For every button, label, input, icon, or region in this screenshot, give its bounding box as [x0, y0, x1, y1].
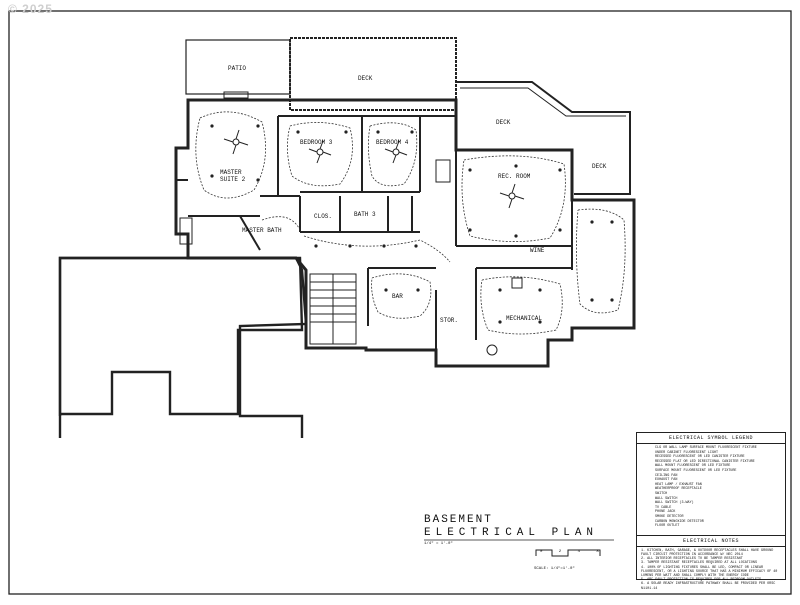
legend-item: WALL SWITCH (3-WAY): [655, 501, 694, 506]
notes-title: ELECTRICAL NOTES: [637, 534, 785, 547]
deck-top-outline: [289, 37, 457, 111]
drawing-scale: 1/4" = 1'-0": [424, 542, 453, 546]
legend-item: EXHAUST FAN: [655, 478, 678, 483]
legend-item: RECESSED FLUORESCENT OR LED CANISTER FIX…: [655, 455, 745, 460]
light-fixture-icons: [210, 124, 614, 324]
legend-item: CARBON MONOXIDE DETECTOR: [655, 519, 704, 524]
notes-list: 1. KITCHEN, BATH, GARAGE, & OUTDOOR RECE…: [637, 547, 785, 593]
note-item: 4. 100% OF LIGHTING FIXTURES SHALL BE LE…: [641, 565, 778, 578]
copyright-watermark: © 2025: [8, 2, 53, 16]
note-item: 3. TAMPER RESISTANT RECEPTACLES REQUIRED…: [641, 561, 757, 566]
room-label-mechanical: MECHANICAL: [506, 315, 542, 322]
room-label-closet: CLOS.: [314, 213, 332, 220]
legend-item: SMOKE DETECTOR: [655, 514, 684, 519]
room-label-master: MASTER: [220, 169, 242, 176]
electrical-legend: ELECTRICAL SYMBOL LEGEND CLG OR WALL LAM…: [636, 432, 786, 591]
panel-icon: [511, 277, 523, 289]
legend-item: CLG OR WALL LAMP SURFACE MOUNT FLUORESCE…: [655, 446, 757, 450]
scale-ticks: 0 2 4 8: [540, 550, 606, 554]
upper-level-outline: [58, 256, 308, 438]
legend-item: FLOOR OUTLET: [655, 524, 680, 529]
sheet-border: [8, 10, 792, 595]
shower-icon: [179, 217, 193, 245]
upper-level-inner-step: [58, 256, 304, 416]
legend-item: WALL MOUNT FLUORESCENT OR LED FIXTURE: [655, 464, 731, 469]
drawing-title-line1: BASEMENT: [424, 514, 493, 526]
scale-label: SCALE: 1/4"=1'-0": [534, 567, 575, 571]
legend-title: ELECTRICAL SYMBOL LEGEND: [637, 433, 785, 444]
room-label-storage: STOR.: [440, 317, 458, 324]
ceiling-fan-icons: [223, 129, 525, 209]
legend-list: CLG OR WALL LAMP SURFACE MOUNT FLUORESCE…: [637, 444, 785, 529]
note-item: 1. KITCHEN, BATH, GARAGE, & OUTDOOR RECE…: [641, 548, 774, 557]
room-label-bar: BAR: [392, 293, 403, 300]
room-label-rec-room: REC. ROOM: [498, 173, 531, 180]
note-item: 6. A SOLAR READY INFRASTRUCTURE PATHWAY …: [641, 582, 776, 591]
legend-item: PHONE JACK: [655, 510, 676, 515]
legend-item: CEILING FAN: [655, 473, 678, 478]
room-label-wine: WINE: [530, 247, 545, 254]
basement-outline: [174, 98, 636, 368]
deck-right-outline: [456, 81, 631, 195]
legend-item: WALL SWITCH: [655, 496, 678, 501]
room-label-deck-top: DECK: [358, 75, 373, 82]
room-label-bedroom3: BEDROOM 3: [300, 139, 333, 146]
note-item: 5. ARC FAULT PROTECTION IS REQUIRED FOR …: [641, 578, 762, 583]
stairs: [309, 273, 357, 345]
legend-item: HEAT LAMP / EXHAUST FAN: [655, 482, 702, 487]
interior-walls: [176, 115, 573, 350]
room-label-deck-small: DECK: [592, 163, 607, 170]
legend-item: UNDER CABINET FLUORESCENT LIGHT: [655, 450, 719, 455]
legend-item: RECESSED FLAT OR LED DIRECTIONAL CANISTE…: [655, 459, 755, 464]
legend-item: WEATHERPROOF RECEPTACLE: [655, 487, 702, 492]
drawing-title-line2: ELECTRICAL PLAN: [424, 527, 599, 539]
legend-item: SWITCH: [655, 491, 668, 496]
room-label-bath3: BATH 3: [354, 211, 376, 218]
legend-item: TV CABLE: [655, 505, 672, 510]
note-item: 2. ALL INTERIOR RECEPTACLES TO BE TAMPER…: [641, 557, 743, 562]
cabinet-icon: [435, 159, 451, 183]
title-block: BASEMENT ELECTRICAL PLAN 1/4" = 1'-0" 0 …: [424, 514, 620, 574]
circuit-runs: [195, 111, 626, 335]
scale-bar: [535, 549, 601, 557]
room-label-deck-right: DECK: [496, 119, 511, 126]
water-heater-icon: [486, 344, 498, 356]
room-label-patio: PATIO: [228, 65, 246, 72]
door-icon: [223, 91, 249, 99]
legend-item: SURFACE MOUNT FLUORESCENT OR LED FIXTURE: [655, 468, 737, 473]
room-label-bedroom4: BEDROOM 4: [376, 139, 409, 146]
room-label-master-suite-2: SUITE 2: [220, 176, 246, 183]
room-labels: PATIO DECK DECK DECK MASTER SUITE 2 BEDR…: [220, 65, 607, 324]
room-label-master-bath: MASTER BATH: [242, 227, 282, 234]
